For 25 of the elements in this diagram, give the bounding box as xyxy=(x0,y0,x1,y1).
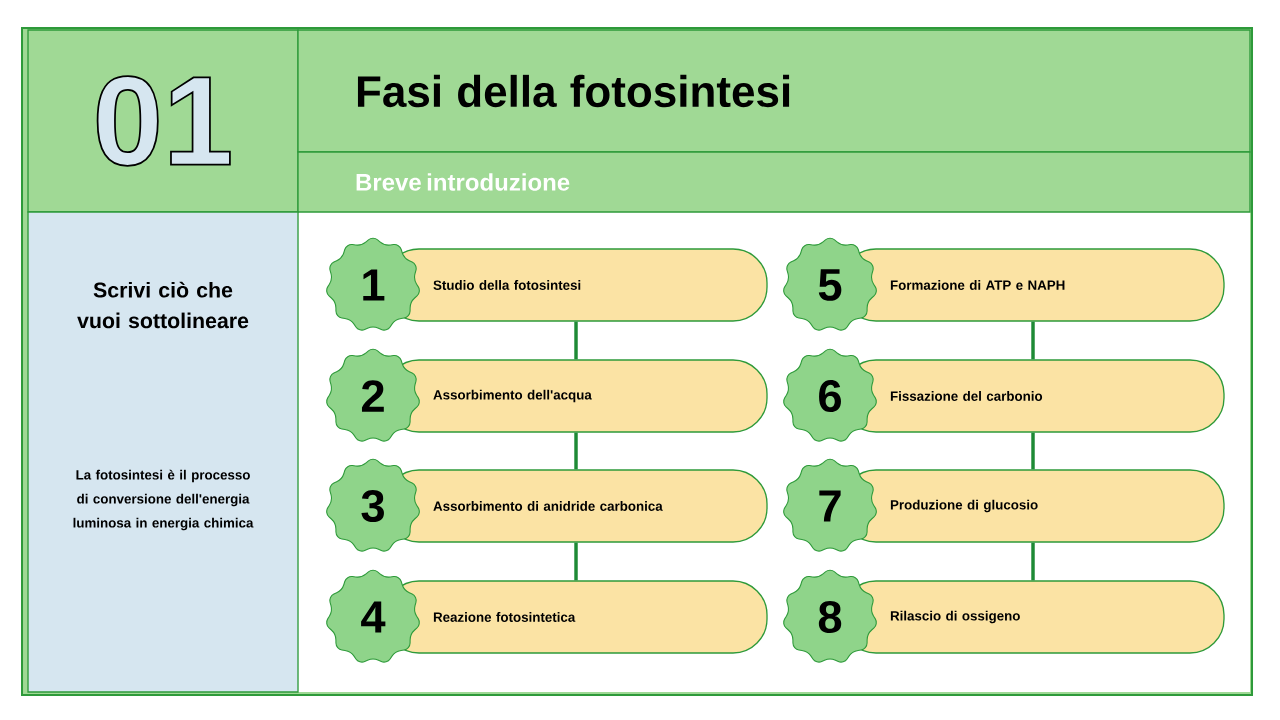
number-badge: 7 xyxy=(783,458,877,552)
connector-line xyxy=(574,321,578,360)
connector-line xyxy=(574,432,578,470)
number-badge: 8 xyxy=(783,569,877,663)
subtitle-band: Breve introduzione xyxy=(297,151,1251,213)
connector-line xyxy=(1031,432,1035,470)
number-badge: 4 xyxy=(326,569,420,663)
number-badge: 2 xyxy=(326,348,420,442)
step-pill: Assorbimento di anidride carbonica xyxy=(384,469,768,543)
step-pill: Assorbimento dell'acqua xyxy=(384,359,768,433)
connector-line xyxy=(574,542,578,581)
panel-heading: Scrivi ciò che vuoi sottolineare xyxy=(77,281,249,329)
step-pill: Formazione di ATP e NAPH xyxy=(841,248,1225,322)
step-pill: Studio della fotosintesi xyxy=(384,248,768,322)
step-pill: Produzione di glucosio xyxy=(841,469,1225,543)
number-badge: 5 xyxy=(783,237,877,331)
panel-text: La fotosintesi è il processo di conversione dell'energia luminosa in energia chimica xyxy=(73,469,254,531)
step-pill: Fissazione del carbonio xyxy=(841,359,1225,433)
number-badge: 1 xyxy=(326,237,420,331)
connector-line xyxy=(1031,321,1035,360)
side-panel xyxy=(27,211,299,693)
step-pill: Rilascio di ossigeno xyxy=(841,580,1225,654)
connector-line xyxy=(1031,542,1035,581)
number-badge: 6 xyxy=(783,348,877,442)
number-badge: 3 xyxy=(326,458,420,552)
